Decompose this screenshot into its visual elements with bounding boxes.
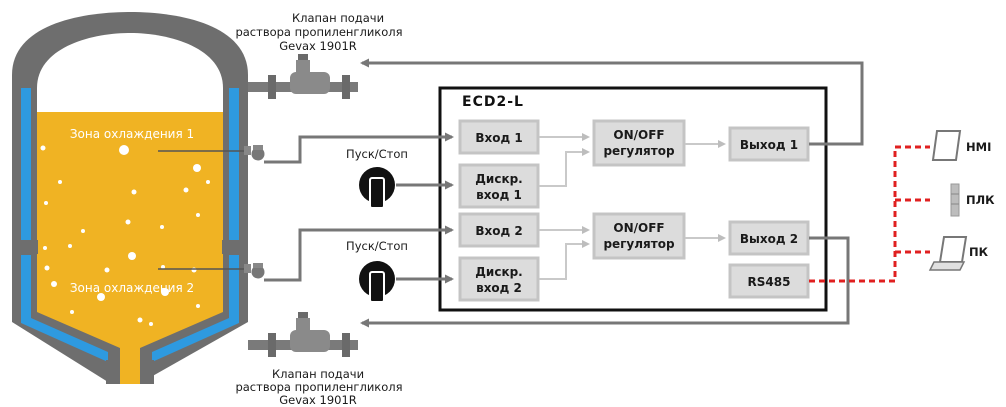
disc-input-1-block xyxy=(458,163,540,209)
pc-icon[interactable] xyxy=(938,236,968,263)
hmi-device[interactable]: HMI xyxy=(931,130,991,161)
hmi-label: HMI xyxy=(966,140,991,154)
zone2-label: Зона охлаждения 2 xyxy=(70,281,194,295)
valve-top-label-2: раствора пропиленгликоля xyxy=(235,25,402,39)
tank-liquid xyxy=(37,112,223,382)
output-2-block xyxy=(728,220,810,256)
valve-top-label-1: Клапан подачи xyxy=(292,11,384,25)
sensor-1 xyxy=(158,145,265,161)
output-2-label: Выход 2 xyxy=(740,232,798,246)
regulator-1-label-1: ON/OFF xyxy=(613,128,664,142)
switch-1-label: Пуск/Стоп xyxy=(346,147,408,161)
disc-input-1-label-2: вход 1 xyxy=(476,188,522,202)
controller-title: ECD2-L xyxy=(462,94,524,110)
regulator-1-label-2: регулятор xyxy=(603,144,675,158)
valve-top xyxy=(248,54,358,99)
tank: Зона охлаждения 1 Зона охлаждения 2 xyxy=(12,12,248,384)
tank-headspace xyxy=(37,33,223,112)
external-wiring xyxy=(264,58,864,328)
input-1-block xyxy=(458,119,540,155)
valve-top-body-icon xyxy=(290,72,330,94)
internal-connections xyxy=(539,133,726,280)
sensor-1-head-icon xyxy=(251,147,265,161)
input-2-label: Вход 2 xyxy=(475,224,522,238)
jacket-right-upper xyxy=(229,88,239,240)
sensor-2 xyxy=(158,263,265,279)
regulator-2-label-2: регулятор xyxy=(603,237,675,251)
valve-bottom-body-icon xyxy=(290,330,330,352)
disc-input-2-block xyxy=(458,256,540,302)
tank-ring-left xyxy=(12,240,38,254)
pc-device[interactable]: ПК xyxy=(928,236,989,271)
plc-icon[interactable] xyxy=(950,183,960,217)
regulator-2-label-1: ON/OFF xyxy=(613,221,664,235)
zone1-label: Зона охлаждения 1 xyxy=(70,127,194,141)
switch-1[interactable] xyxy=(359,167,395,209)
valve-bottom xyxy=(248,312,358,357)
controller: ECD2-L Вход 1 Дискр. вход 1 Вход 2 Дискр… xyxy=(438,86,828,312)
tank-ring-right xyxy=(222,240,248,254)
output-1-block xyxy=(728,126,810,162)
input-2-block xyxy=(458,212,540,248)
rs485-label: RS485 xyxy=(748,275,791,289)
jacket-left-lower xyxy=(21,255,108,362)
disc-input-1-label-1: Дискр. xyxy=(475,172,523,186)
switch-2[interactable] xyxy=(359,261,395,303)
output-1-label: Выход 1 xyxy=(740,138,798,152)
disc-input-2-label-1: Дискр. xyxy=(475,265,523,279)
sensor-2-head-icon xyxy=(251,265,265,279)
plc-device[interactable]: ПЛК xyxy=(950,183,995,217)
disc-input-2-label-2: вход 2 xyxy=(476,281,522,295)
switch-2-label: Пуск/Стоп xyxy=(346,239,408,253)
valve-top-label-3: Gevax 1901R xyxy=(279,39,357,53)
plc-label: ПЛК xyxy=(966,193,995,207)
hmi-icon[interactable] xyxy=(931,130,962,161)
valve-bottom-label-1: Клапан подачи xyxy=(272,367,364,381)
jacket-left-upper xyxy=(21,88,31,240)
network-lines xyxy=(809,145,930,283)
jacket-right-lower xyxy=(152,255,239,362)
valve-bottom-label-3: Gevax 1901R xyxy=(279,393,357,407)
regulator-2-block xyxy=(592,212,686,260)
valve-bottom-label-2: раствора пропиленгликоля xyxy=(235,380,402,394)
regulator-1-block xyxy=(592,119,686,167)
input-1-label: Вход 1 xyxy=(475,131,522,145)
pc-label: ПК xyxy=(969,245,989,259)
outlet-liquid xyxy=(120,348,140,384)
rs485-block xyxy=(728,263,810,299)
